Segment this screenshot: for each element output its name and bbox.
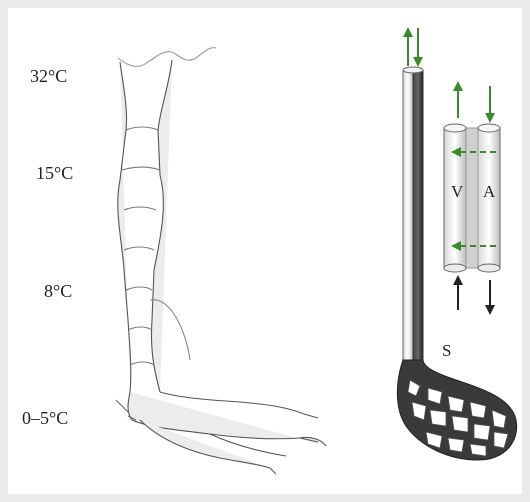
- network-label: S: [442, 341, 451, 360]
- bird-leg-illustration: [116, 48, 326, 474]
- counter-current-vessels: [397, 67, 516, 460]
- artery-label: A: [483, 182, 496, 201]
- vein-label: V: [451, 182, 464, 201]
